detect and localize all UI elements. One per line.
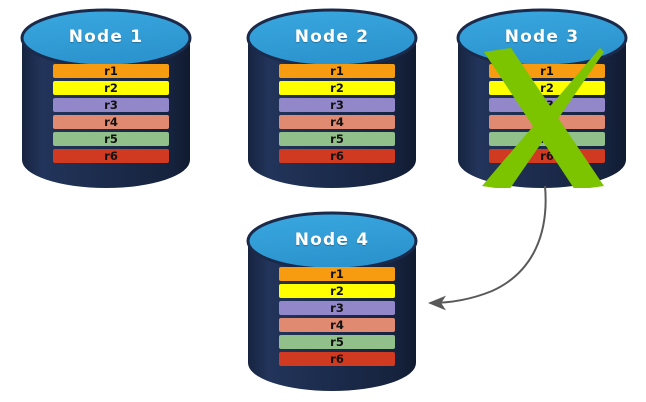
record-bar-r5[interactable]: r5 <box>279 132 395 146</box>
record-bar-r4[interactable]: r4 <box>279 115 395 129</box>
cylinder-top-disk <box>246 211 418 271</box>
replication-arrow <box>428 185 547 311</box>
cylinder-top-disk <box>246 8 418 68</box>
record-bar-r2[interactable]: r2 <box>489 81 605 95</box>
record-bar-r2[interactable]: r2 <box>53 81 169 95</box>
record-bar-r6[interactable]: r6 <box>53 149 169 163</box>
record-list: r1 r2 r3 r4 r5 r6 <box>53 64 169 163</box>
record-bar-r3[interactable]: r3 <box>279 301 395 315</box>
record-bar-r3[interactable]: r3 <box>279 98 395 112</box>
record-list: r1 r2 r3 r4 r5 r6 <box>489 64 605 163</box>
record-bar-r6[interactable]: r6 <box>279 149 395 163</box>
record-bar-r2[interactable]: r2 <box>279 284 395 298</box>
record-bar-r1[interactable]: r1 <box>279 64 395 78</box>
record-bar-r2[interactable]: r2 <box>279 81 395 95</box>
record-bar-r5[interactable]: r5 <box>53 132 169 146</box>
record-bar-r1[interactable]: r1 <box>53 64 169 78</box>
record-bar-r6[interactable]: r6 <box>489 149 605 163</box>
cylinder-top-disk <box>456 8 628 68</box>
record-bar-r5[interactable]: r5 <box>489 132 605 146</box>
record-list: r1 r2 r3 r4 r5 r6 <box>279 64 395 163</box>
record-bar-r4[interactable]: r4 <box>279 318 395 332</box>
record-bar-r4[interactable]: r4 <box>53 115 169 129</box>
cylinder-top-disk <box>20 8 192 68</box>
record-bar-r1[interactable]: r1 <box>279 267 395 281</box>
record-bar-r1[interactable]: r1 <box>489 64 605 78</box>
record-bar-r4[interactable]: r4 <box>489 115 605 129</box>
record-bar-r6[interactable]: r6 <box>279 352 395 366</box>
record-bar-r3[interactable]: r3 <box>489 98 605 112</box>
record-list: r1 r2 r3 r4 r5 r6 <box>279 267 395 366</box>
record-bar-r5[interactable]: r5 <box>279 335 395 349</box>
record-bar-r3[interactable]: r3 <box>53 98 169 112</box>
